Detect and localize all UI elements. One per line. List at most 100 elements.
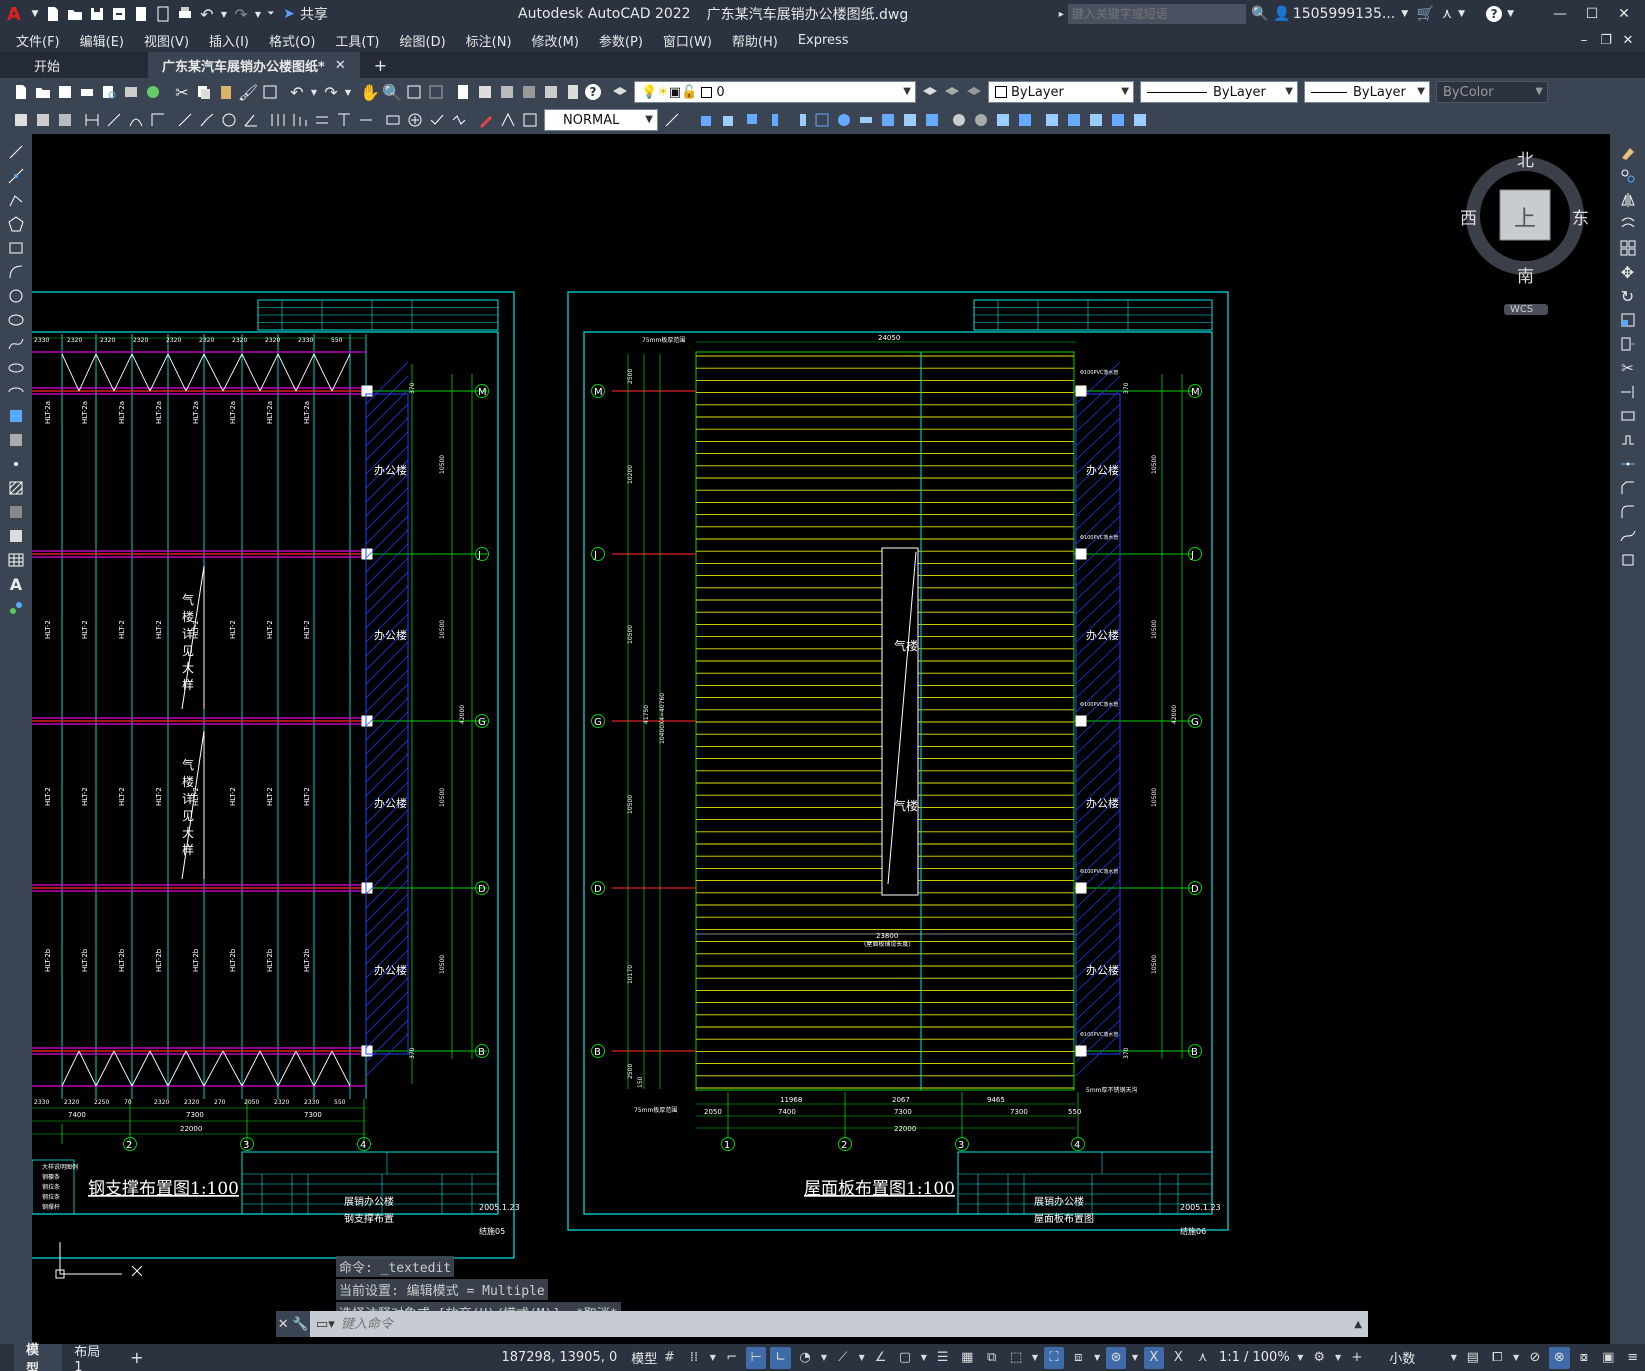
- tb-undo-dd-icon[interactable]: ▼: [310, 87, 318, 97]
- new-file-icon[interactable]: [43, 4, 63, 24]
- layer-on-icon[interactable]: 💡: [641, 84, 658, 100]
- dim-text-edit-icon[interactable]: [498, 110, 518, 130]
- modify-1-icon[interactable]: [697, 110, 717, 130]
- viewcube[interactable]: 北 南 西 东 上 WCS: [1460, 148, 1590, 318]
- close-icon[interactable]: ✕: [1618, 6, 1630, 22]
- viewcube-top-face[interactable]: 上: [1514, 207, 1537, 232]
- zoom-window-icon[interactable]: [404, 82, 424, 102]
- snap-icon[interactable]: ⁞⁞: [689, 1350, 699, 1365]
- compass-west[interactable]: 西: [1460, 209, 1477, 229]
- drawing-svg[interactable]: 钢支撑布置图1:100 屋面板布置图1:100 展销办公楼 钢支撑布置 2005…: [32, 134, 1610, 1344]
- rotate-icon[interactable]: ↻: [1620, 286, 1635, 306]
- spline-icon[interactable]: [6, 334, 26, 354]
- drawing-canvas[interactable]: 钢支撑布置图1:100 屋面板布置图1:100 展销办公楼 钢支撑布置 2005…: [32, 134, 1610, 1344]
- stretch-icon[interactable]: [1618, 334, 1638, 354]
- offset-icon[interactable]: [1618, 214, 1638, 234]
- menu-parametric[interactable]: 参数(P): [598, 34, 643, 50]
- user-icon[interactable]: 👤: [1273, 6, 1291, 22]
- graphics-perf-icon[interactable]: ⧇: [1579, 1350, 1588, 1365]
- share-icon[interactable]: ➤: [283, 6, 295, 22]
- menu-tools[interactable]: 工具(T): [335, 34, 380, 50]
- autodesk-a360-icon[interactable]: ⋏: [1442, 6, 1453, 22]
- solid-6-icon[interactable]: [1064, 110, 1084, 130]
- annotation-monitor-icon[interactable]: +: [1351, 1350, 1363, 1365]
- tb2-tool-3-icon[interactable]: [55, 110, 75, 130]
- rectangle-icon[interactable]: [6, 238, 26, 258]
- compass-north[interactable]: 北: [1517, 151, 1534, 171]
- dim-arc-icon[interactable]: [126, 110, 146, 130]
- units-display[interactable]: 小数: [1389, 1352, 1416, 1367]
- layer-lock-icon[interactable]: 🔓: [681, 84, 698, 100]
- polar-icon[interactable]: ◔: [799, 1350, 811, 1365]
- new-tab-icon[interactable]: +: [373, 55, 388, 75]
- ellipse-arc-icon[interactable]: [6, 382, 26, 402]
- cut-icon[interactable]: ✂: [175, 82, 189, 102]
- ellipse-icon[interactable]: [6, 358, 26, 378]
- lineweight-toggle-icon[interactable]: ☰: [936, 1350, 949, 1365]
- solid-2-icon[interactable]: [971, 110, 991, 130]
- selection-cycling-icon[interactable]: ⧉: [987, 1350, 997, 1365]
- copy-icon[interactable]: [194, 82, 214, 102]
- trim-icon[interactable]: ✂: [1621, 359, 1634, 377]
- undo-icon[interactable]: ↶: [200, 4, 214, 24]
- make-block-icon[interactable]: [6, 430, 26, 450]
- modify-5-icon[interactable]: [790, 110, 810, 130]
- quick-dim-icon[interactable]: [268, 110, 288, 130]
- array-icon[interactable]: [1618, 238, 1638, 258]
- tab-drawing[interactable]: 广东某汽车展销办公楼图纸* ✕: [148, 52, 360, 78]
- region-icon[interactable]: [6, 526, 26, 546]
- quick-properties-icon[interactable]: ▤: [1466, 1350, 1479, 1365]
- modify-4-icon[interactable]: [768, 110, 788, 130]
- modify-8-icon[interactable]: [856, 110, 876, 130]
- plot-icon[interactable]: [77, 82, 97, 102]
- dim-angular-icon[interactable]: [241, 110, 261, 130]
- model-space-toggle[interactable]: 模型: [631, 1352, 658, 1367]
- layout1-tab[interactable]: 布局1: [74, 1344, 101, 1371]
- color-dropdown[interactable]: ByLayer ▼: [988, 81, 1134, 103]
- calculator-icon[interactable]: [563, 82, 583, 102]
- user-name[interactable]: 1505999135...: [1292, 6, 1396, 22]
- layer-states-icon[interactable]: [964, 82, 984, 102]
- isolate-objects-icon[interactable]: ⊘: [1529, 1350, 1541, 1365]
- point-icon[interactable]: [6, 454, 26, 474]
- dim-update-icon[interactable]: [520, 110, 540, 130]
- tool-palettes-icon[interactable]: [497, 82, 517, 102]
- compass-south[interactable]: 南: [1517, 267, 1534, 287]
- tb-help-icon[interactable]: ?: [585, 84, 601, 100]
- tab-close-icon[interactable]: ✕: [334, 57, 346, 73]
- annotation-scale[interactable]: 1:1 / 100%: [1218, 1350, 1290, 1365]
- a360-dropdown-icon[interactable]: ▼: [1458, 9, 1466, 19]
- dim-jogged-icon[interactable]: [197, 110, 217, 130]
- menu-view[interactable]: 视图(V): [143, 34, 190, 50]
- auto-scale-icon[interactable]: Ⅹ: [1173, 1350, 1183, 1365]
- layer-previous-icon[interactable]: [942, 82, 962, 102]
- dim-radius-icon[interactable]: [175, 110, 195, 130]
- expand-search-icon[interactable]: ▸: [1058, 8, 1064, 20]
- open-folder-icon[interactable]: [65, 4, 85, 24]
- arc-icon[interactable]: [6, 262, 26, 282]
- dim-ordinate-icon[interactable]: [148, 110, 168, 130]
- polar-dd-icon[interactable]: ▼: [820, 1353, 827, 1362]
- 3d-osnap-dd-icon[interactable]: ▼: [1031, 1353, 1039, 1362]
- blend-curves-icon[interactable]: [1618, 526, 1638, 546]
- customize-dropdown-icon[interactable]: ⏷: [267, 9, 275, 19]
- doc-minimize-icon[interactable]: –: [1580, 32, 1588, 48]
- model-tab[interactable]: 模型: [14, 1343, 63, 1371]
- 3dprint-icon[interactable]: [143, 82, 163, 102]
- iso-dd-icon[interactable]: ▼: [858, 1353, 865, 1362]
- block-editor-icon[interactable]: [260, 82, 280, 102]
- solid-4-icon[interactable]: [1015, 110, 1035, 130]
- circle-icon[interactable]: [6, 286, 26, 306]
- add-selected-icon[interactable]: [6, 598, 26, 618]
- selection-filter-icon[interactable]: ⧈: [1074, 1350, 1083, 1365]
- tb2-tool-1-icon[interactable]: [11, 110, 31, 130]
- snap-dd-icon[interactable]: ▼: [709, 1353, 716, 1362]
- qsave-icon[interactable]: [55, 82, 75, 102]
- menu-modify[interactable]: 修改(M): [531, 34, 579, 50]
- tb-redo-dd-icon[interactable]: ▼: [344, 87, 352, 97]
- plot-preview-icon[interactable]: [99, 82, 119, 102]
- sheet-set-icon[interactable]: [519, 82, 539, 102]
- workspace-dd-icon[interactable]: ▼: [1335, 1353, 1342, 1362]
- insert-block-icon[interactable]: [6, 406, 26, 426]
- dim-break-icon[interactable]: [356, 110, 376, 130]
